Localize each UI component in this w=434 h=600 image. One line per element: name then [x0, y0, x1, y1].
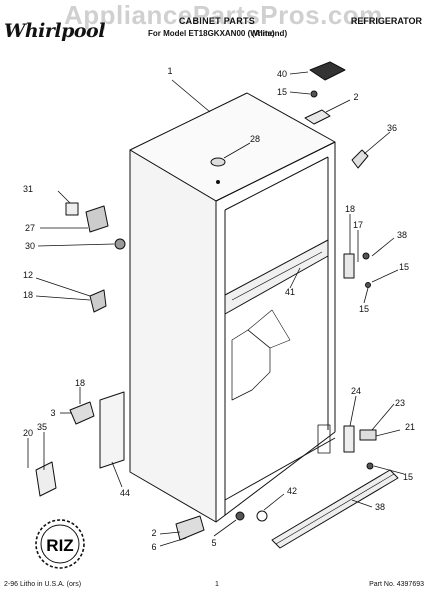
part-31 [35, 461, 57, 497]
part-24 [85, 205, 109, 233]
center-hinge [343, 253, 355, 279]
callout-36: 38 [375, 502, 385, 512]
part-6 [235, 511, 245, 521]
color-line: (Almond) [252, 29, 288, 38]
part-23 [343, 425, 355, 453]
whirlpool-logo: Whirlpool [4, 20, 105, 42]
callout-7: 6 [151, 542, 156, 552]
part-20 [359, 429, 377, 441]
callout-35: 36 [387, 123, 397, 133]
callout-30: 31 [23, 184, 33, 194]
model-line: For Model ET18GKXAN00 (White) [148, 29, 275, 38]
cabinet-divider [224, 239, 329, 315]
callout-5: 3 [50, 408, 55, 418]
callout-16: 17 [353, 220, 363, 230]
part-3 [175, 515, 205, 541]
callout-6: 5 [211, 538, 216, 548]
part-28 [114, 238, 126, 250]
part-5 [69, 401, 95, 425]
callout-15b: 15 [399, 262, 409, 272]
callout-15d: 15 [403, 472, 413, 482]
callout-40: 40 [277, 69, 287, 79]
callout-20: 21 [405, 422, 415, 432]
part-30 [65, 202, 79, 216]
category-label: REFRIGERATOR [350, 16, 422, 26]
callout-41: 41 [285, 287, 295, 297]
badge-text: RIZ [46, 536, 73, 555]
footer-print-note: 2-96 Litho in U.S.A. (ors) [4, 581, 82, 588]
callout-3: 2 [151, 528, 156, 538]
vent-cap [210, 157, 226, 167]
callout-2: 2 [353, 92, 358, 102]
callout-12: 12 [23, 270, 33, 280]
footer-page-number: 1 [215, 581, 219, 588]
callout-42: 42 [287, 486, 297, 496]
part-44-bracket [99, 391, 125, 469]
callout-38: 38 [397, 230, 407, 240]
callout-28: 30 [25, 241, 35, 251]
hinge-pin [351, 149, 369, 169]
callout-18b: 18 [75, 378, 85, 388]
hinge-bracket-bottom [317, 424, 331, 454]
callout-1: 1 [167, 66, 172, 76]
part-12 [89, 289, 107, 313]
top-hinge [304, 109, 331, 125]
part-42 [256, 510, 268, 522]
hinge-cover [309, 61, 346, 81]
callout-23: 24 [351, 386, 361, 396]
callout-21: 23 [395, 398, 405, 408]
callout-44: 44 [120, 488, 130, 498]
callout-31: 35 [37, 422, 47, 432]
callout-18c: 20 [23, 428, 33, 438]
callout-15a: 15 [277, 87, 287, 97]
watermark: AppliancePartsPros.com [64, 0, 383, 30]
riz-badge: RIZ [35, 519, 85, 569]
callout-27: 28 [250, 134, 260, 144]
callout-24: 27 [25, 223, 35, 233]
cabinet-left-side [129, 149, 217, 523]
callout-15c: 15 [359, 304, 369, 314]
diagram-title: CABINET PARTS [178, 16, 256, 26]
callout-18a: 18 [23, 290, 33, 300]
callout-17: 18 [345, 204, 355, 214]
footer-part-number: Part No. 4397693 [369, 581, 424, 588]
